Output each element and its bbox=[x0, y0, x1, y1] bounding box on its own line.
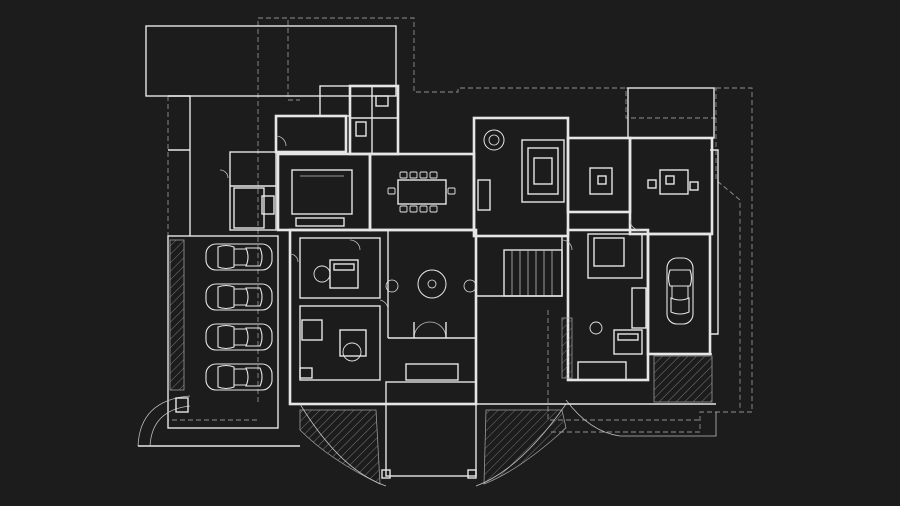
bed-icon bbox=[589, 321, 643, 355]
garage bbox=[137, 95, 300, 447]
garage-right bbox=[646, 232, 713, 403]
service-rooms bbox=[229, 84, 400, 231]
door-swings bbox=[219, 135, 641, 311]
dining-room bbox=[368, 152, 476, 232]
round-table-icon bbox=[385, 269, 477, 299]
desk-icon bbox=[589, 167, 699, 195]
car-icon bbox=[205, 243, 273, 391]
car-icon bbox=[666, 257, 694, 325]
master-wing bbox=[561, 228, 650, 382]
bed-icon bbox=[313, 259, 367, 362]
kitchen bbox=[276, 152, 372, 232]
main-hall bbox=[288, 228, 478, 406]
top-left-structure bbox=[145, 25, 397, 97]
right-enclosure bbox=[565, 149, 719, 437]
sofa-icon bbox=[521, 139, 565, 203]
dining-table-icon bbox=[387, 171, 456, 213]
stair-icon bbox=[476, 236, 563, 297]
bedroom-suite-left bbox=[299, 237, 381, 381]
living-room bbox=[472, 116, 570, 238]
plant-icon bbox=[483, 129, 505, 151]
front-entrance bbox=[299, 363, 567, 487]
office-wing bbox=[566, 87, 715, 236]
